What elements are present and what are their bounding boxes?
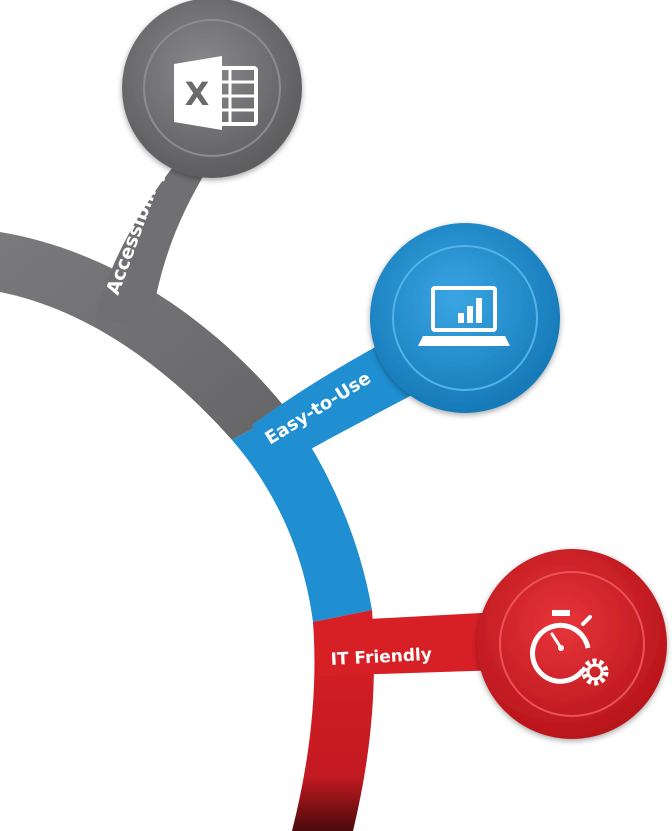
it-friendly-node: [477, 549, 667, 739]
it-friendly-branch-band: [313, 612, 502, 676]
stopwatch-gear-icon: [530, 610, 609, 686]
accessibility-branch-band: [95, 168, 208, 330]
excel-file-icon: X: [174, 56, 258, 130]
easy-to-use-node: [370, 223, 560, 413]
easy-to-use-branch-band: [252, 335, 412, 468]
accessibility-node: X: [122, 0, 302, 178]
laptop-bar-chart-icon: [418, 286, 510, 346]
svg-text:X: X: [185, 75, 210, 113]
easy-to-use-arc-segment: [232, 410, 372, 622]
accessibility-arc-segment: [0, 232, 287, 440]
